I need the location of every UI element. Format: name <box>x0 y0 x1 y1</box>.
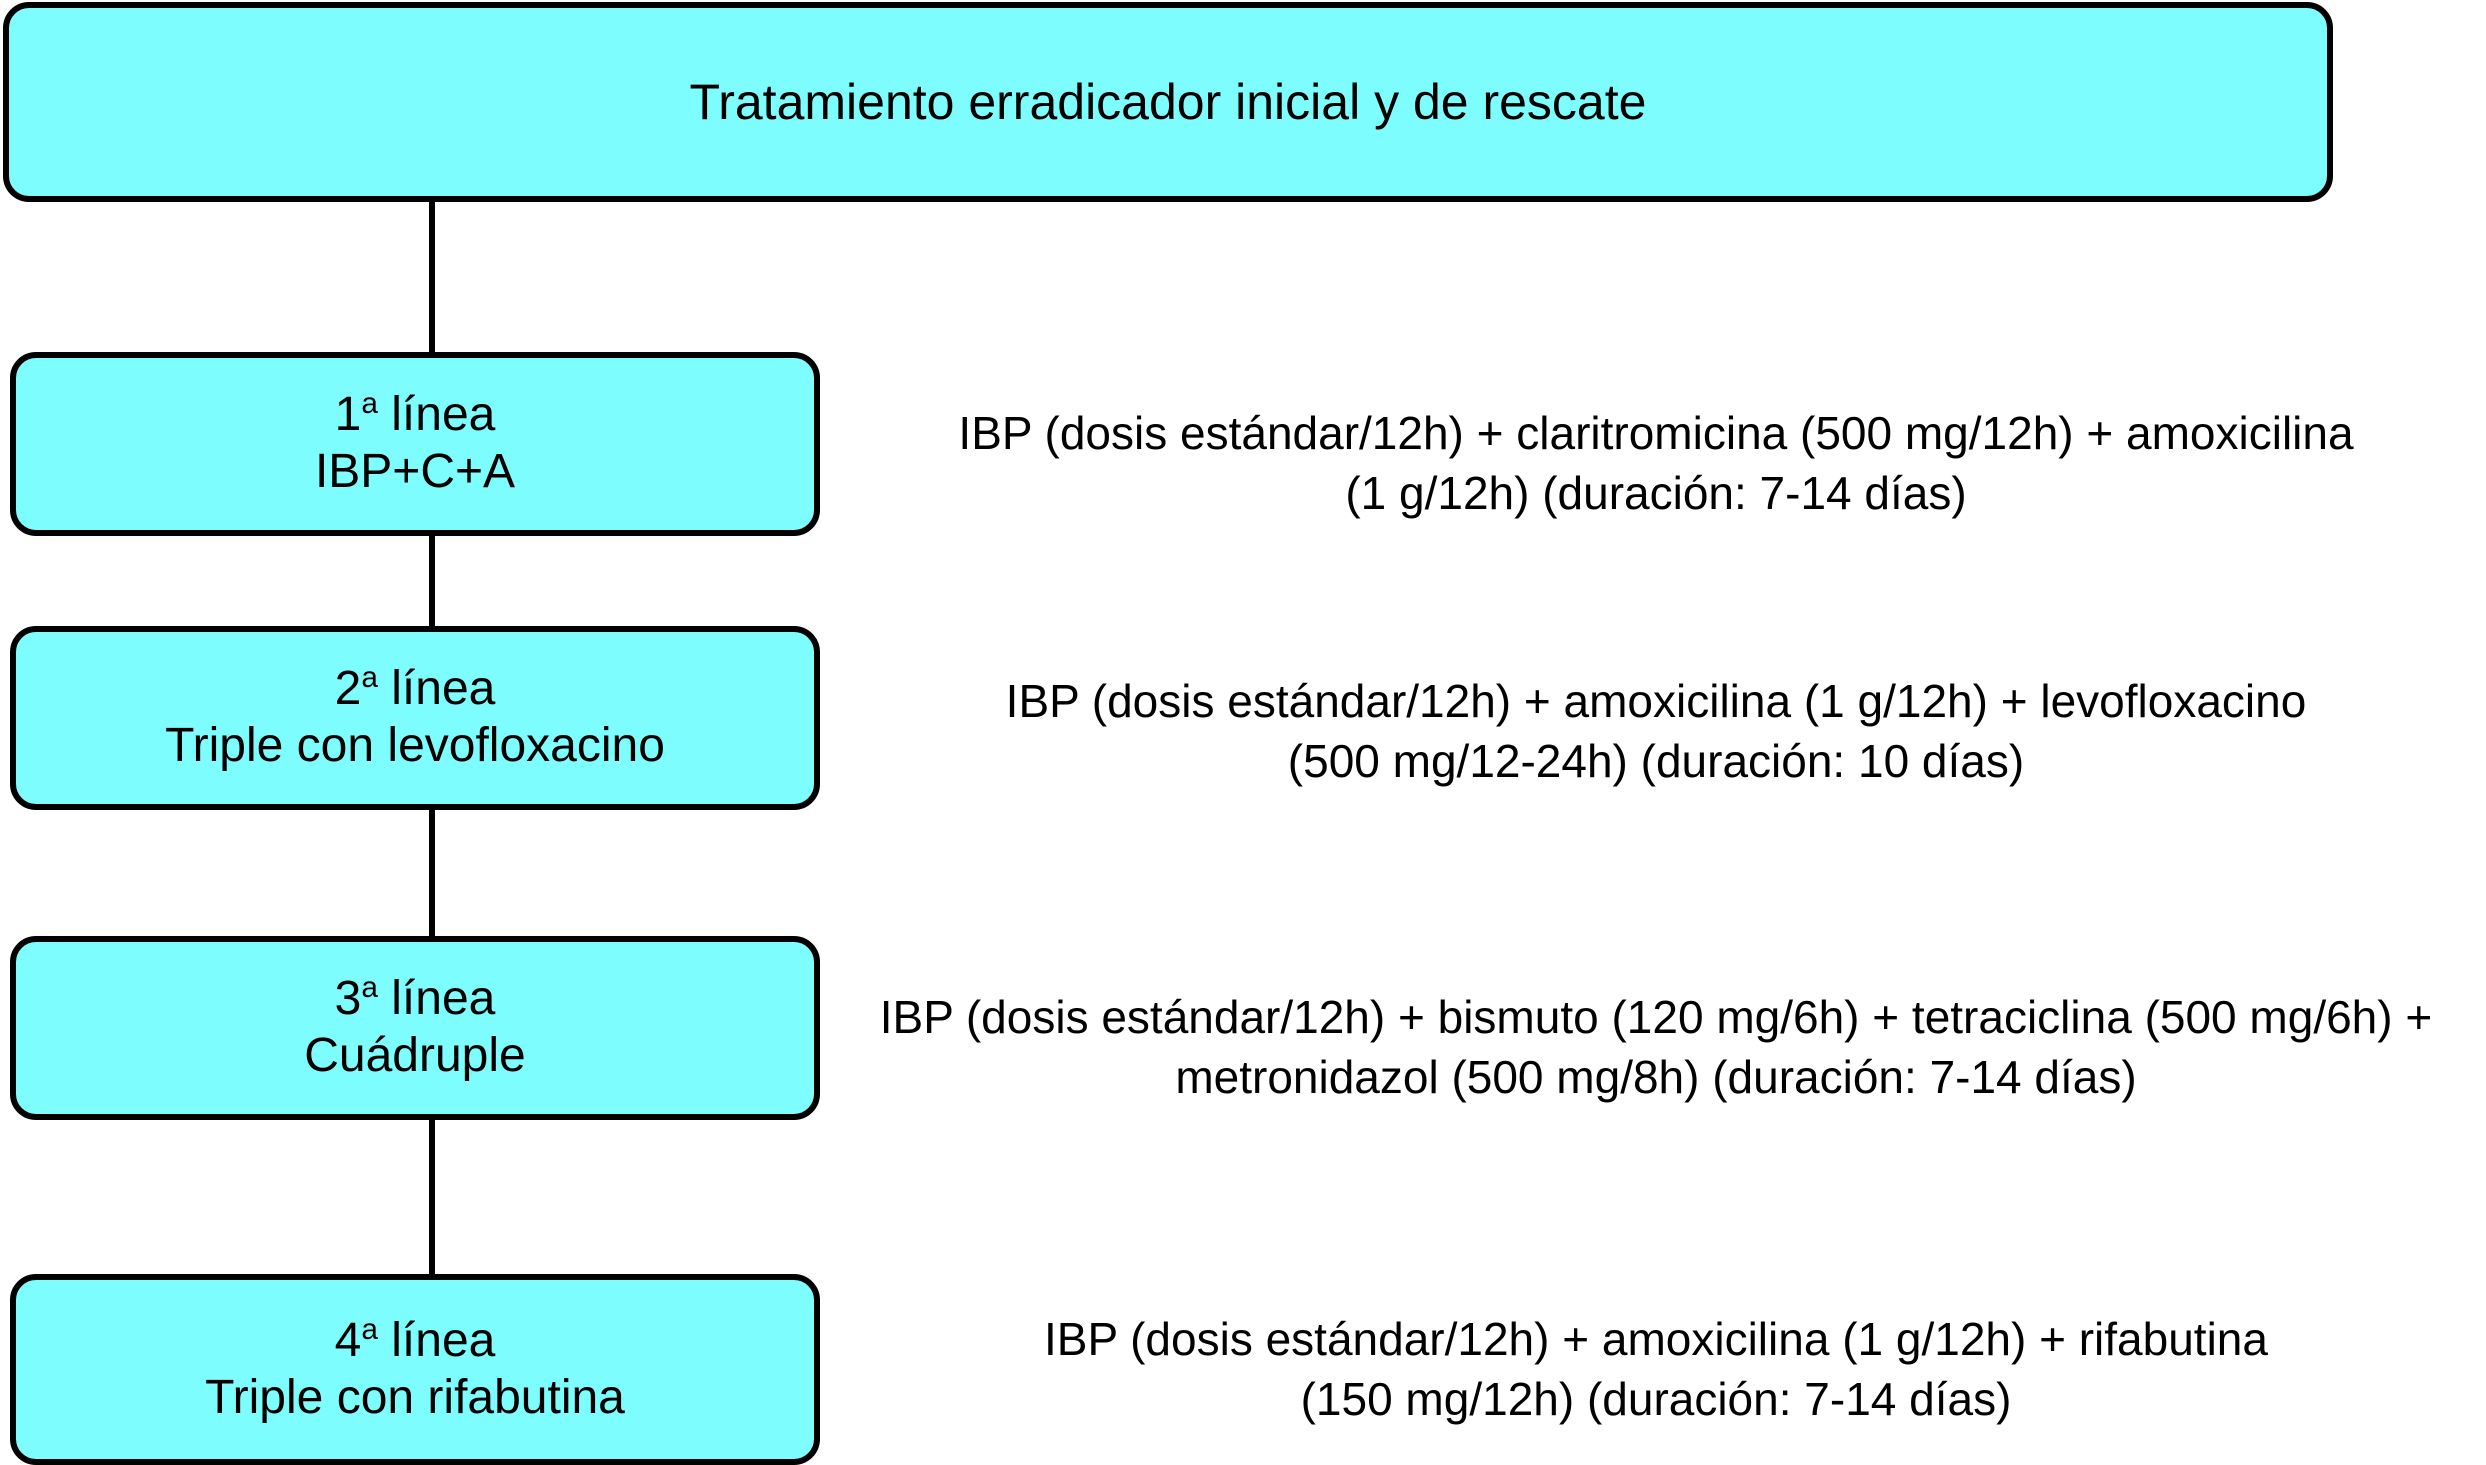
node-line-3-label: línea <box>377 972 496 1026</box>
node-line-2-ordinal: a <box>361 661 378 695</box>
node-line-1-number: 1 <box>334 388 362 442</box>
node-line-4-label: línea <box>377 1313 496 1367</box>
detail-text-line-3-row-1: IBP (dosis estándar/12h) + bismuto (120 … <box>879 991 2433 1043</box>
detail-text-line-2-row-1: IBP (dosis estándar/12h) + amoxicilina (… <box>1005 675 2307 727</box>
node-line-4-number: 4 <box>334 1313 362 1367</box>
connector-title-to-line1 <box>429 200 435 358</box>
node-line-1-order: 1a línea <box>335 387 496 444</box>
node-line-4-regimen: Triple con rifabutina <box>205 1370 625 1424</box>
node-line-3-number: 3 <box>334 972 362 1026</box>
detail-text-line-4: IBP (dosis estándar/12h) + amoxicilina (… <box>836 1310 2476 1430</box>
node-line-1-ordinal: a <box>361 387 378 421</box>
connector-line1-to-line2 <box>429 534 435 630</box>
node-line-2-regimen: Triple con levofloxacino <box>165 719 665 772</box>
detail-text-line-3: IBP (dosis estándar/12h) + bismuto (120 … <box>826 988 2486 1108</box>
node-line-3-order: 3a línea <box>335 971 496 1028</box>
page-title: Tratamiento erradicador inicial y de res… <box>689 73 1647 130</box>
node-line-1: 1a línea IBP+C+A <box>10 352 820 536</box>
node-line-2-number: 2 <box>334 662 362 716</box>
node-line-1-regimen: IBP+C+A <box>314 445 516 498</box>
node-line-2: 2a línea Triple con levofloxacino <box>10 626 820 810</box>
connector-line2-to-line3 <box>429 808 435 940</box>
detail-text-line-1-row-1: IBP (dosis estándar/12h) + claritromicin… <box>958 407 2354 459</box>
detail-text-line-4-row-2: (150 mg/12h) (duración: 7-14 días) <box>1300 1372 2012 1425</box>
detail-text-line-1-row-2: (1 g/12h) (duración: 7-14 días) <box>1345 466 1967 519</box>
node-line-2-order: 2a línea <box>335 661 496 718</box>
detail-text-line-2: IBP (dosis estándar/12h) + amoxicilina (… <box>836 672 2476 792</box>
node-line-2-label: línea <box>377 662 496 716</box>
detail-text-line-2-row-2: (500 mg/12-24h) (duración: 10 días) <box>1287 734 2025 787</box>
node-line-4-order: 4a línea <box>335 1313 496 1370</box>
node-line-1-label: línea <box>377 388 496 442</box>
node-line-3: 3a línea Cuádruple <box>10 936 820 1120</box>
connector-line3-to-line4 <box>429 1118 435 1278</box>
detail-text-line-4-row-1: IBP (dosis estándar/12h) + amoxicilina (… <box>1044 1313 2268 1365</box>
node-title-box: Tratamiento erradicador inicial y de res… <box>3 2 2333 202</box>
node-line-3-regimen: Cuádruple <box>304 1029 526 1082</box>
detail-text-line-3-row-2: metronidazol (500 mg/8h) (duración: 7-14… <box>1175 1050 2137 1103</box>
node-line-4: 4a línea Triple con rifabutina <box>10 1274 820 1465</box>
detail-text-line-1: IBP (dosis estándar/12h) + claritromicin… <box>836 404 2476 524</box>
node-line-4-ordinal: a <box>361 1312 378 1346</box>
node-line-3-ordinal: a <box>361 971 378 1005</box>
